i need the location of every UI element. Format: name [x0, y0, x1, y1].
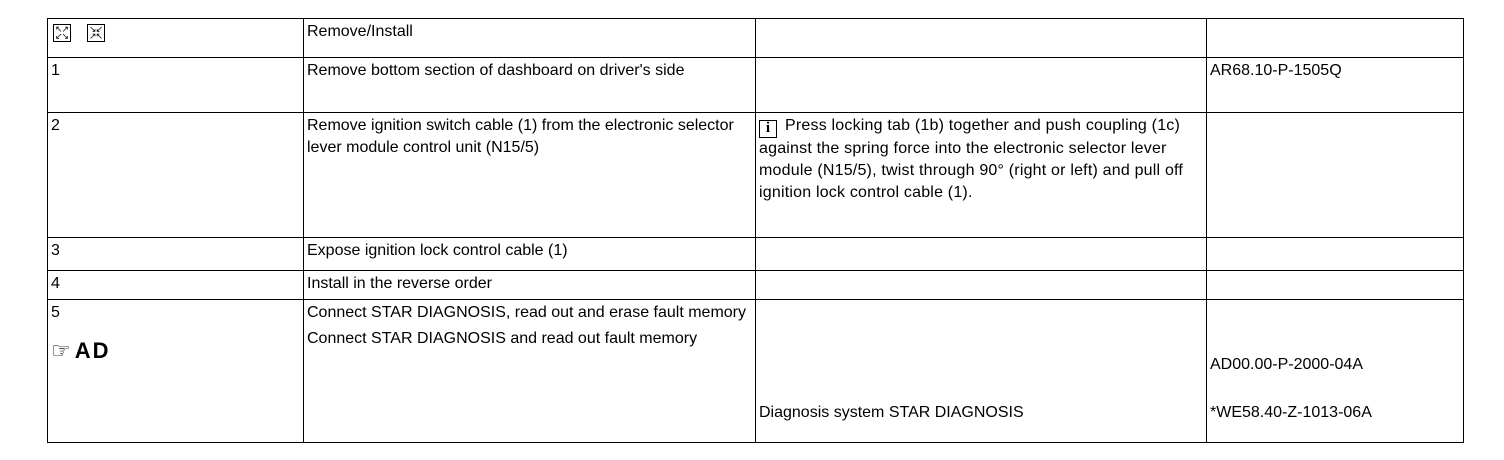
- header-title: Remove/Install: [303, 18, 756, 58]
- header-empty-4: [1206, 18, 1464, 58]
- pointing-hand-icon: ☞: [51, 338, 71, 363]
- table-row: 5 ☞ AD Connect STAR DIAGNOSIS, read out …: [47, 299, 1464, 443]
- step-number: 4: [47, 270, 304, 300]
- step-note-empty: [755, 57, 1207, 113]
- table-row: 3 Expose ignition lock control cable (1): [47, 237, 1464, 271]
- step-text: Expose ignition lock control cable (1): [303, 237, 756, 271]
- step-reference-empty: [1206, 237, 1464, 271]
- step-number: 5: [51, 304, 60, 321]
- table-row: 4 Install in the reverse order: [47, 270, 1464, 300]
- ad-text: Connect STAR DIAGNOSIS and read out faul…: [307, 330, 698, 347]
- header-icons-cell: ↖↗ ↙↘ ↘↙ ↗↖: [47, 18, 304, 58]
- step-note-empty: [755, 270, 1207, 300]
- table-row-header: ↖↗ ↙↘ ↘↙ ↗↖ Remove/Install: [47, 18, 1464, 58]
- tool-cell: Diagnosis system STAR DIAGNOSIS: [755, 299, 1207, 443]
- step-reference-empty: [1206, 112, 1464, 238]
- step-text: Remove bottom section of dashboard on dr…: [303, 57, 756, 113]
- step-number: 2: [47, 112, 304, 238]
- table-row: 2 Remove ignition switch cable (1) from …: [47, 112, 1464, 238]
- step-text-cell: Connect STAR DIAGNOSIS, read out and era…: [303, 299, 756, 443]
- ad-marker: ☞ AD: [51, 340, 301, 362]
- step-reference-link[interactable]: AR68.10-P-1505Q: [1206, 57, 1464, 113]
- note-text: Press locking tab (1b) together and push…: [759, 117, 1184, 201]
- step-number-cell: 5 ☞ AD: [47, 299, 304, 443]
- reference-cell: AD00.00-P-2000-04A *WE58.40-Z-1013-06A: [1206, 299, 1464, 443]
- step-number: 1: [47, 57, 304, 113]
- info-icon: i: [759, 120, 777, 138]
- step-reference-empty: [1206, 270, 1464, 300]
- step-note-empty: [755, 237, 1207, 271]
- table-row: 1 Remove bottom section of dashboard on …: [47, 57, 1464, 113]
- ad-reference-link[interactable]: AD00.00-P-2000-04A: [1210, 356, 1363, 373]
- step-number: 3: [47, 237, 304, 271]
- collapse-icon[interactable]: ↘↙ ↗↖: [87, 24, 105, 42]
- ad-label: AD: [74, 338, 111, 363]
- step-text: Remove ignition switch cable (1) from th…: [303, 112, 756, 238]
- procedure-table: ↖↗ ↙↘ ↘↙ ↗↖ Remove/Install 1 Remove bott…: [47, 18, 1464, 443]
- tool-reference-link[interactable]: *WE58.40-Z-1013-06A: [1210, 404, 1372, 421]
- tool-text: Diagnosis system STAR DIAGNOSIS: [759, 404, 1024, 421]
- step-text: Connect STAR DIAGNOSIS, read out and era…: [307, 304, 746, 321]
- header-empty-3: [755, 18, 1207, 58]
- step-text: Install in the reverse order: [303, 270, 756, 300]
- expand-icon[interactable]: ↖↗ ↙↘: [53, 24, 71, 42]
